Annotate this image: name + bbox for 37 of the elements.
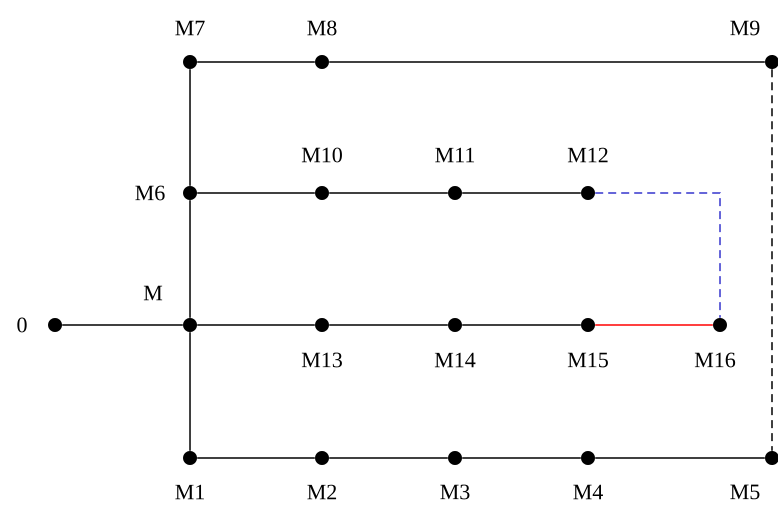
node-label: M5	[730, 484, 760, 500]
node-label: M12	[568, 148, 608, 162]
connector-line	[595, 324, 713, 326]
connector-line	[189, 200, 191, 318]
node-label: M2	[307, 484, 336, 500]
connector-line	[197, 457, 315, 459]
node-label: M9	[730, 20, 760, 36]
connector-line	[329, 61, 765, 63]
connector-line	[595, 192, 721, 318]
connector-line	[197, 324, 315, 326]
connector-line	[189, 332, 191, 451]
connector-line	[189, 69, 191, 186]
node-label: M15	[568, 352, 608, 368]
connector-line	[462, 457, 581, 459]
node-label: M14	[434, 352, 476, 368]
connector-line	[462, 192, 581, 194]
connector-line	[595, 457, 765, 459]
node-label: M13	[302, 352, 342, 368]
connector-line	[329, 457, 448, 459]
node-label: M1	[175, 484, 204, 500]
node-label: M3	[440, 484, 470, 500]
node-label: M7	[175, 20, 205, 36]
node-label: M16	[694, 352, 736, 368]
node-label: M6	[135, 186, 165, 200]
node-label: M4	[573, 484, 603, 500]
connector-line	[329, 324, 448, 326]
node-label: M11	[435, 148, 474, 162]
node-label: M10	[302, 148, 342, 162]
connector-line	[462, 324, 581, 326]
connector-line	[62, 324, 183, 326]
node-label: M8	[307, 20, 336, 36]
connector-line	[197, 61, 315, 63]
node-label: 0	[17, 318, 27, 332]
connector-line	[197, 192, 315, 194]
connector-line	[771, 69, 773, 451]
connector-line	[329, 192, 448, 194]
node-label: M	[144, 286, 162, 300]
